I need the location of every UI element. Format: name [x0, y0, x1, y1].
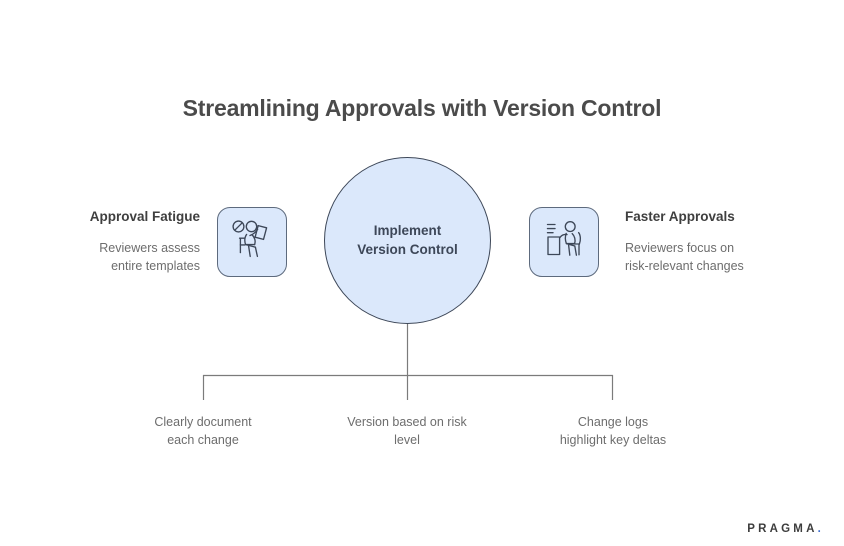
brand-logo: PRAGMA. [747, 523, 824, 535]
center-node-label: Implement Version Control [338, 222, 478, 258]
side-description-left: Reviewers assess entire templates [20, 239, 200, 275]
page-title: Streamlining Approvals with Version Cont… [182, 95, 662, 121]
person-at-desk-checklist-icon [540, 216, 588, 269]
center-node-label-line1: Implement [373, 223, 442, 239]
branch-label-line1: Version based on risk [347, 415, 467, 429]
side-block-faster-approvals: Faster Approvals Reviewers focus on risk… [625, 208, 805, 275]
branch-label-line2: highlight key deltas [559, 433, 667, 448]
side-description-right-line1: Reviewers focus on [625, 240, 735, 255]
icon-card-approval-fatigue[interactable] [217, 207, 287, 277]
side-description-left-line1: Reviewers assess [99, 240, 200, 255]
side-description-left-line2: entire templates [111, 258, 200, 273]
side-heading-left: Approval Fatigue [89, 209, 200, 224]
side-heading-right: Faster Approvals [625, 209, 735, 224]
center-node-label-line2: Version Control [357, 241, 458, 257]
side-block-approval-fatigue: Approval Fatigue Reviewers assess entire… [20, 208, 200, 275]
branch-label-line2: each change [167, 433, 239, 448]
center-node[interactable]: Implement Version Control [324, 157, 491, 324]
icon-card-faster-approvals[interactable] [529, 207, 599, 277]
branch-label: Version based on risk level [312, 413, 502, 449]
branch-label: Change logs highlight key deltas [518, 413, 708, 449]
branch-label: Clearly document each change [108, 413, 298, 449]
branch-label-line2: level [394, 433, 420, 448]
brand-name: PRAGMA [747, 523, 818, 535]
branch-label-line1: Change logs [577, 415, 649, 429]
side-description-right: Reviewers focus on risk-relevant changes [625, 239, 805, 275]
branch-label-line1: Clearly document [154, 415, 252, 429]
brand-dot: . [817, 523, 824, 535]
person-reviewing-document-blocked-icon [228, 216, 276, 269]
side-description-right-line2: risk-relevant changes [625, 258, 744, 273]
